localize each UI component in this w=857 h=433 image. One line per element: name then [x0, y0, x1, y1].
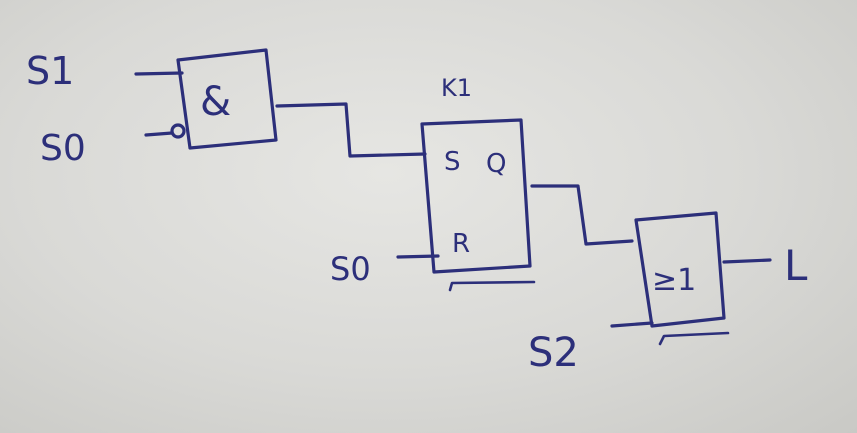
wire-s0-to-and	[144, 131, 174, 137]
flipflop-set-pin: S	[444, 147, 461, 177]
or-gate-symbol: ≥1	[652, 263, 696, 298]
output-label: L	[784, 241, 808, 290]
negation-bubble	[170, 123, 186, 139]
flipflop-underline	[448, 280, 536, 292]
wire-s1-to-and	[134, 71, 184, 76]
flipflop-reset-pin: R	[452, 229, 470, 259]
or-gate-underline	[658, 331, 730, 346]
flipflop-box	[420, 118, 532, 274]
and-gate-symbol: &	[200, 79, 231, 125]
flipflop-output-pin: Q	[486, 149, 506, 179]
wire-q-to-or	[530, 184, 634, 246]
or-gate-box	[634, 211, 726, 328]
input-label-s2: S2	[528, 330, 579, 376]
wire-s0-to-reset	[396, 254, 440, 259]
flipflop-name: K1	[441, 74, 472, 102]
input-label-s0-top: S0	[40, 128, 86, 169]
wire-and-to-set	[275, 102, 427, 158]
wire-s2-to-or	[610, 321, 654, 328]
input-label-s0-bottom: S0	[330, 250, 371, 288]
wire-or-to-output	[722, 258, 772, 264]
and-gate-box	[176, 48, 278, 150]
input-label-s1: S1	[26, 49, 74, 93]
